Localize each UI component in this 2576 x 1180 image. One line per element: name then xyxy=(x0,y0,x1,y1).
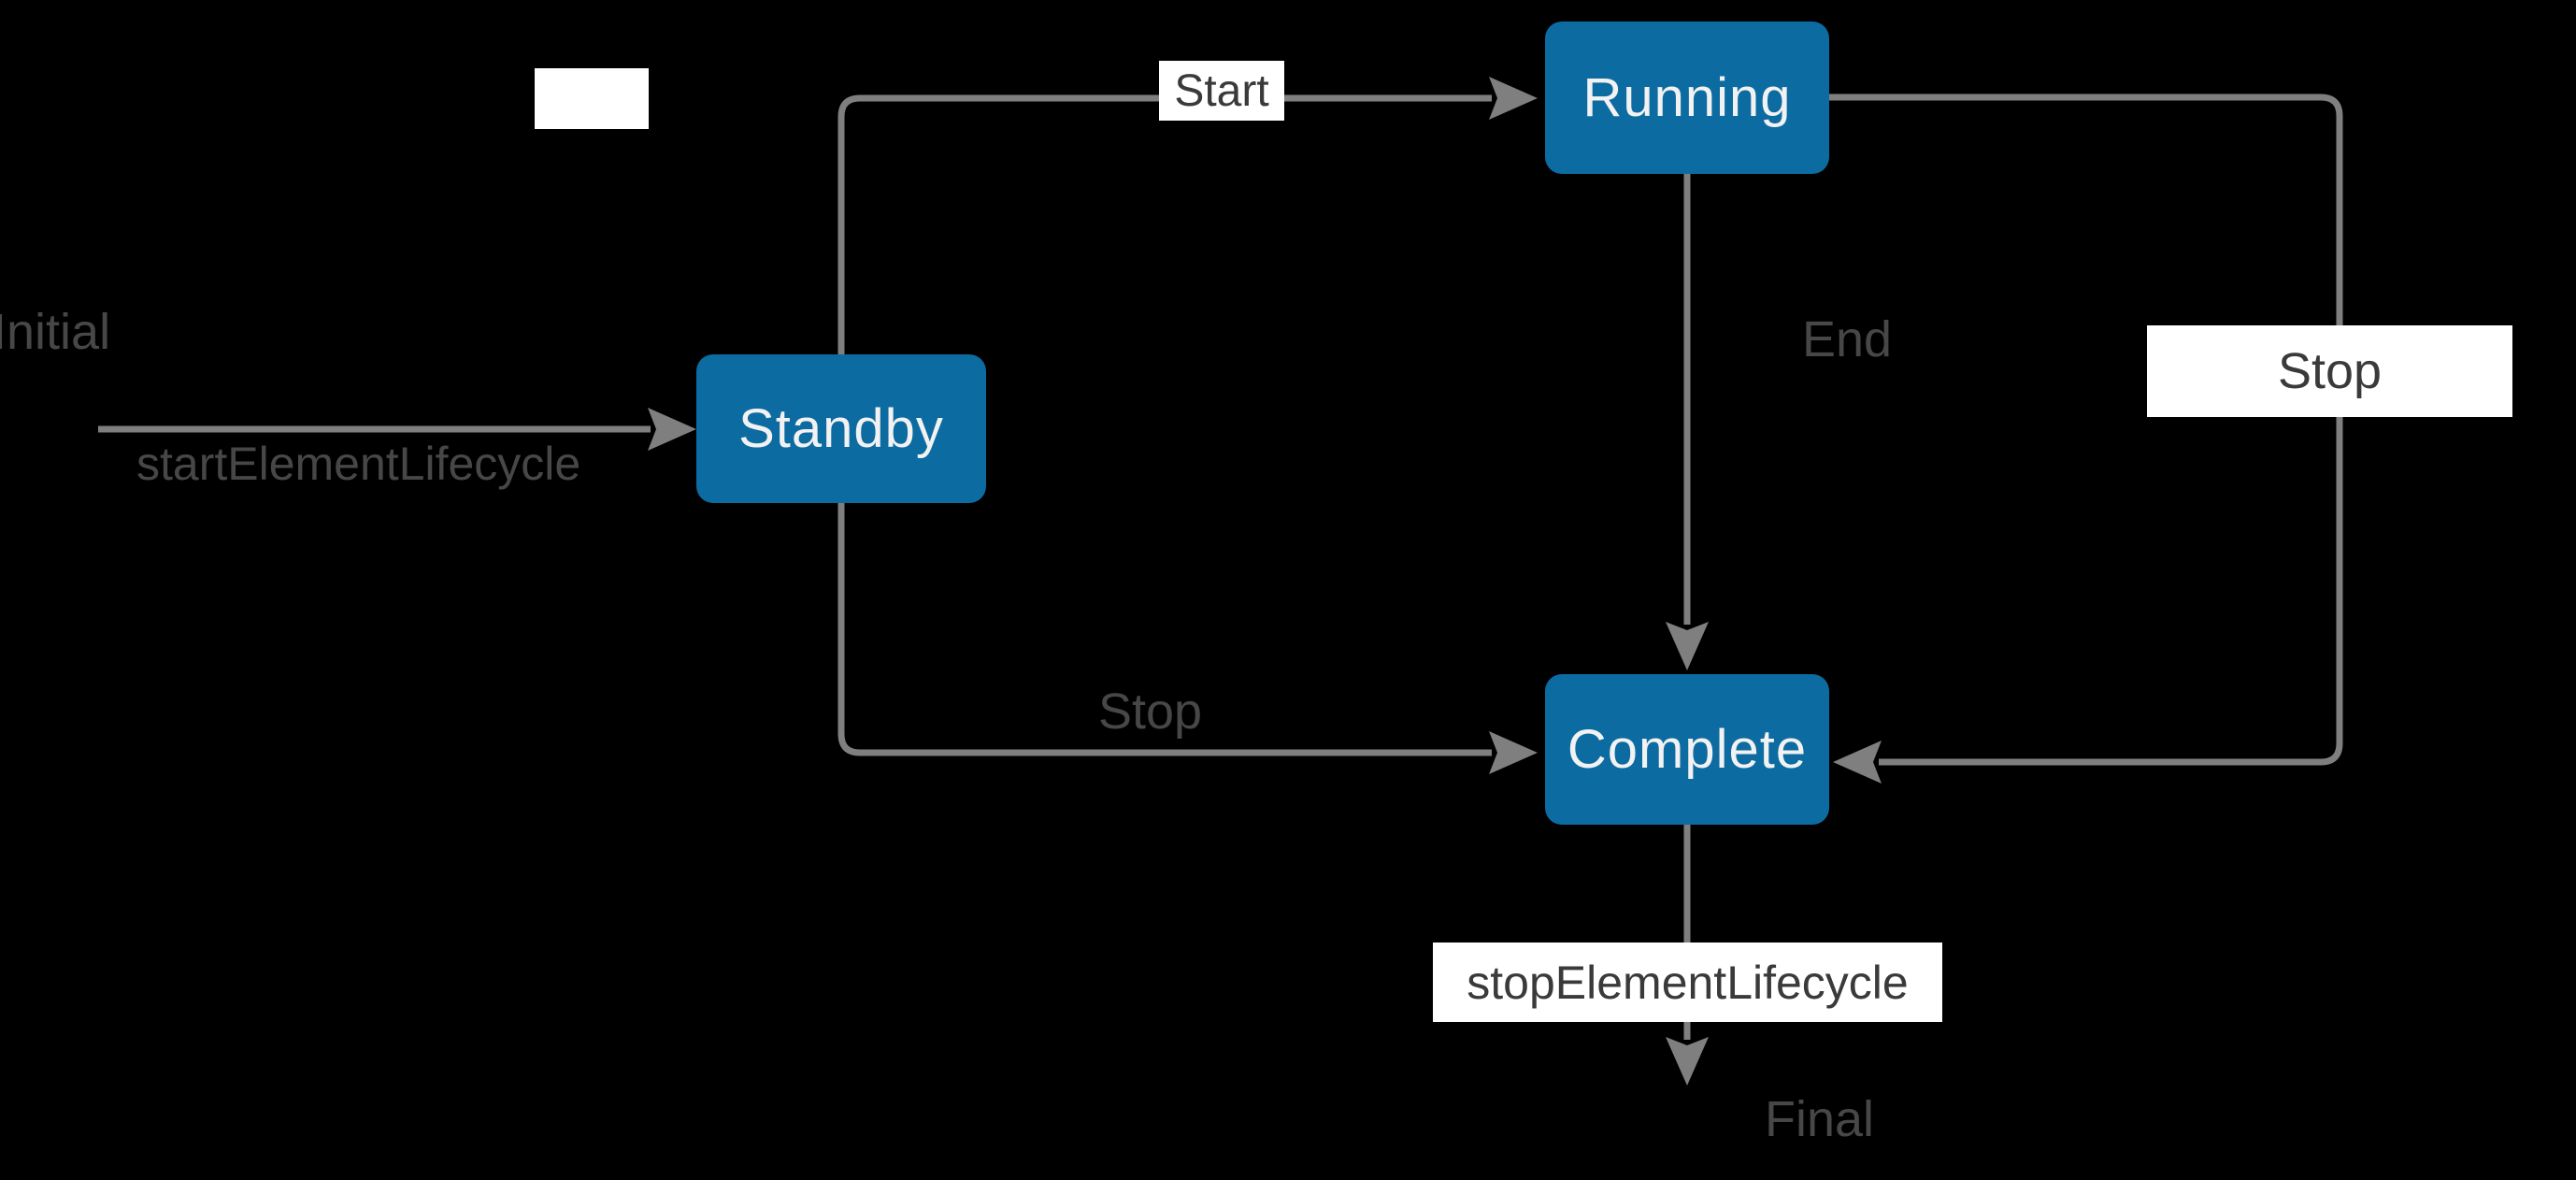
arrowhead-complete-to-final xyxy=(1666,1037,1709,1086)
arrowhead-initial-to-standby xyxy=(648,408,696,451)
transition-label-stop-right: Stop xyxy=(2147,325,2512,417)
transition-label-start-element-lifecycle: startElementLifecycle xyxy=(136,438,581,490)
transition-label-stop-left: Stop xyxy=(1098,684,1203,740)
legend-placeholder-box xyxy=(535,68,649,129)
arrowhead-running-to-complete xyxy=(1666,622,1709,670)
connector-standby-to-running xyxy=(837,94,1492,354)
arrowhead-standby-to-running xyxy=(1489,77,1538,120)
connector-running-to-complete-right xyxy=(1829,94,2343,766)
transition-label-stop-element-lifecycle: stopElementLifecycle xyxy=(1433,943,1942,1022)
transition-label-start: Start xyxy=(1159,61,1284,121)
initial-marker-label: Initial xyxy=(0,304,111,360)
state-running: Running xyxy=(1545,22,1829,174)
arrowhead-running-to-complete-right xyxy=(1833,741,1882,784)
connector-standby-to-complete xyxy=(837,503,1492,756)
arrowhead-standby-to-complete xyxy=(1489,731,1538,774)
transition-label-end: End xyxy=(1802,311,1893,367)
state-standby: Standby xyxy=(696,354,986,503)
final-marker-label: Final xyxy=(1765,1091,1875,1147)
state-complete: Complete xyxy=(1545,674,1829,825)
